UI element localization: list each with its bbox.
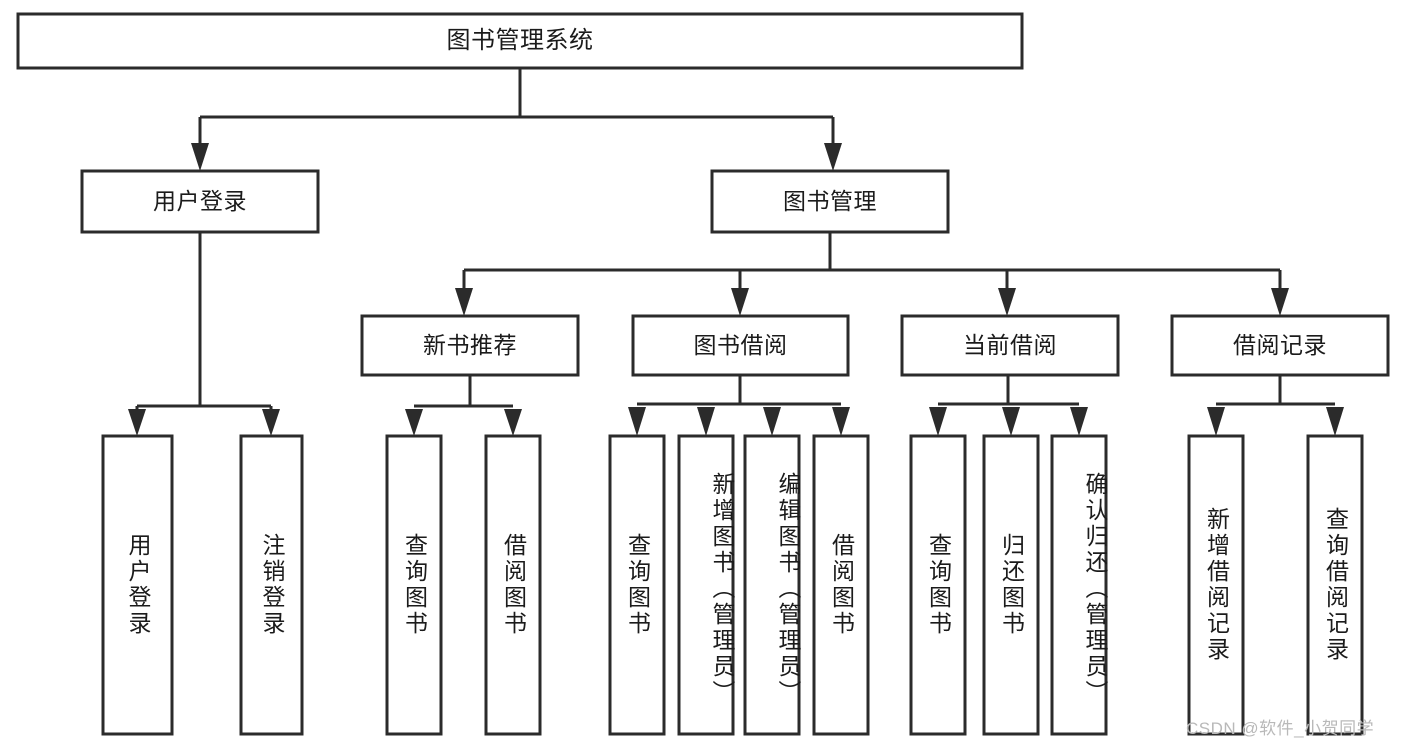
- leaf-box-book-borrow-0[interactable]: [608, 434, 666, 736]
- node-box-root[interactable]: [16, 12, 1024, 70]
- leaf-box-new-book-0[interactable]: [385, 434, 443, 736]
- leaf-box-user-login-0[interactable]: [101, 434, 174, 736]
- connector-book-management-to-level3: [455, 232, 1289, 316]
- leaf-box-new-book-1[interactable]: [484, 434, 542, 736]
- node-box-book-management[interactable]: [710, 169, 950, 234]
- node-box-borrow-record[interactable]: [1170, 314, 1390, 377]
- leaf-box-current-borrow-2[interactable]: [1050, 434, 1108, 736]
- node-box-book-borrow[interactable]: [631, 314, 850, 377]
- connector-root-to-level2: [191, 68, 842, 171]
- leaf-box-current-borrow-1[interactable]: [982, 434, 1040, 736]
- leaf-box-book-borrow-2[interactable]: [743, 434, 801, 736]
- node-box-user-login[interactable]: [80, 169, 320, 234]
- connector-book-borrow-to-leaves: [628, 375, 850, 436]
- connector-new-book-to-leaves: [405, 375, 522, 436]
- leaf-box-borrow-record-1[interactable]: [1306, 434, 1364, 736]
- node-box-new-book-recommend[interactable]: [360, 314, 580, 377]
- connector-borrow-record-to-leaves: [1207, 375, 1344, 436]
- leaf-box-user-login-1[interactable]: [239, 434, 304, 736]
- node-box-current-borrow[interactable]: [900, 314, 1120, 377]
- leaf-box-current-borrow-0[interactable]: [909, 434, 967, 736]
- leaf-box-book-borrow-3[interactable]: [812, 434, 870, 736]
- connector-user-login-to-leaves: [128, 232, 280, 436]
- leaf-box-book-borrow-1[interactable]: [677, 434, 735, 736]
- connector-current-borrow-to-leaves: [929, 375, 1088, 436]
- leaf-box-borrow-record-0[interactable]: [1187, 434, 1245, 736]
